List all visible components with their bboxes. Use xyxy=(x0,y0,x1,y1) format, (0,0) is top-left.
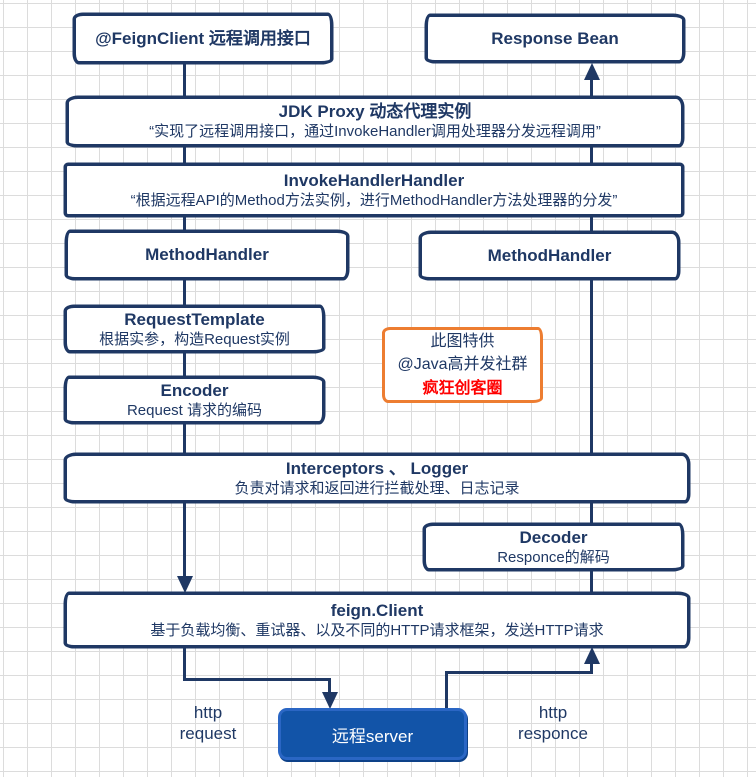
label-http-request: http request xyxy=(158,702,258,745)
node-encoder: Encoder Request 请求的编码 xyxy=(64,376,325,424)
label-http-responce: http responce xyxy=(497,702,609,745)
node-invokehandlerhandler-title: InvokeHandlerHandler xyxy=(283,170,465,190)
connector-proxy-to-responsebean xyxy=(590,79,593,97)
node-interceptors-logger-subtitle: 负责对请求和返回进行拦截处理、日志记录 xyxy=(234,479,520,497)
arrowhead-up-feignclient-icon xyxy=(584,647,600,664)
label-http-responce-line2: responce xyxy=(518,724,588,744)
node-feign-client: feign.Client 基于负载均衡、重试器、以及不同的HTTP请求框架，发送… xyxy=(64,592,690,648)
connector-interceptors-to-decoder xyxy=(590,502,593,524)
node-response-bean: Response Bean xyxy=(425,14,685,63)
node-requesttemplate-subtitle: 根据实参，构造Request实例 xyxy=(99,330,290,348)
connector-invokehandler-to-methodhandler-right xyxy=(590,217,593,232)
node-interceptors-logger-title: Interceptors 、 Logger xyxy=(285,458,469,478)
node-decoder: Decoder Responce的解码 xyxy=(423,523,684,571)
arrowhead-down-remoteserver-icon xyxy=(322,692,338,709)
connector-server-up-v2 xyxy=(590,662,593,674)
node-methodhandler-right: MethodHandler xyxy=(419,231,680,280)
connector-invokehandler-to-methodhandler-left xyxy=(183,217,186,231)
node-response-bean-title: Response Bean xyxy=(491,28,619,48)
node-encoder-title: Encoder xyxy=(160,380,229,400)
node-interceptors-logger: Interceptors 、 Logger 负责对请求和返回进行拦截处理、日志记… xyxy=(64,453,690,503)
note-line1: 此图特供 xyxy=(430,333,495,351)
node-feign-client-subtitle: 基于负载均衡、重试器、以及不同的HTTP请求框架，发送HTTP请求 xyxy=(150,621,604,639)
label-http-responce-line1: http xyxy=(538,703,568,722)
node-jdk-proxy: JDK Proxy 动态代理实例 “实现了远程调用接口，通过InvokeHand… xyxy=(66,96,684,147)
node-requesttemplate: RequestTemplate 根据实参，构造Request实例 xyxy=(64,305,325,353)
arrowhead-down-feignclient-icon xyxy=(177,576,193,593)
connector-feignclient-down-h xyxy=(183,678,331,681)
node-requesttemplate-title: RequestTemplate xyxy=(124,309,265,329)
note-line3: 疯狂创客圈 xyxy=(422,379,503,397)
connector-server-up-v1 xyxy=(445,671,448,708)
node-methodhandler-left: MethodHandler xyxy=(65,230,349,280)
node-encoder-subtitle: Request 请求的编码 xyxy=(126,401,263,419)
connector-feignclient-to-proxy xyxy=(183,64,186,97)
node-feign-client-title: feign.Client xyxy=(330,600,424,620)
connector-methodhandler-right-down xyxy=(590,280,593,454)
connector-feignclient-down-v1 xyxy=(183,647,186,680)
node-invokehandlerhandler: InvokeHandlerHandler “根据远程API的Method方法实例… xyxy=(64,163,684,217)
node-decoder-title: Decoder xyxy=(519,527,588,547)
label-http-request-line2: request xyxy=(179,724,237,744)
connector-server-up-h xyxy=(445,671,593,674)
note-watermark: 此图特供 @Java高并发社群 疯狂创客圈 xyxy=(382,327,543,403)
node-feignclient-interface: @FeignClient 远程调用接口 xyxy=(73,13,333,64)
node-remote-server: 远程server xyxy=(278,708,467,760)
node-invokehandlerhandler-subtitle: “根据远程API的Method方法实例，进行MethodHandler方法处理器… xyxy=(130,191,618,209)
node-jdk-proxy-title: JDK Proxy 动态代理实例 xyxy=(278,102,472,122)
connector-proxy-to-invokehandler-left xyxy=(183,147,186,164)
note-line2: @Java高并发社群 xyxy=(397,356,528,374)
connector-proxy-to-invokehandler-right xyxy=(590,147,593,164)
arrowhead-up-responsebean-icon xyxy=(584,63,600,80)
connector-requesttemplate-to-encoder xyxy=(183,352,186,377)
node-feignclient-interface-title: @FeignClient 远程调用接口 xyxy=(95,28,311,48)
connector-interceptors-to-feignclient xyxy=(183,502,186,579)
connector-decoder-to-feignclient xyxy=(590,570,593,593)
label-http-request-line1: http xyxy=(193,703,223,722)
connector-feignclient-down-v2 xyxy=(328,678,331,694)
node-methodhandler-left-title: MethodHandler xyxy=(145,245,269,265)
node-methodhandler-right-title: MethodHandler xyxy=(487,245,612,265)
node-remote-server-title: 远程server xyxy=(331,726,414,746)
connector-methodhandler-to-requesttemplate xyxy=(183,280,186,306)
connector-encoder-to-interceptors xyxy=(183,423,186,454)
node-decoder-subtitle: Responce的解码 xyxy=(497,548,610,566)
node-jdk-proxy-subtitle: “实现了远程调用接口，通过InvokeHandler调用处理器分发远程调用” xyxy=(149,123,601,141)
